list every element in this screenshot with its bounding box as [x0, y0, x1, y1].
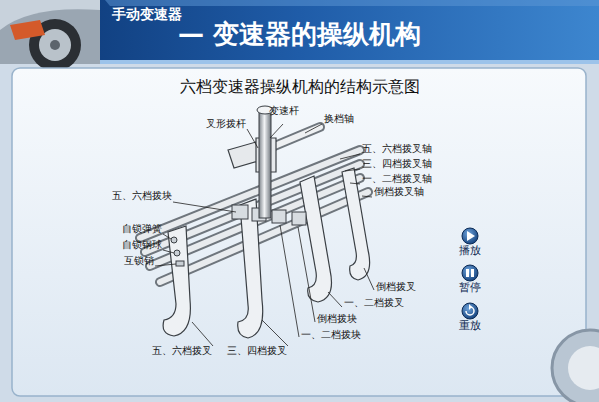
shift-lever — [257, 106, 273, 218]
section-title: 手动变速器 — [112, 6, 182, 22]
part-label: 自锁钢球 — [122, 239, 162, 251]
part-label: 自锁弹簧 — [122, 223, 162, 235]
part-label: 五、六档拨叉 — [152, 345, 212, 357]
part-label: 互锁销 — [124, 255, 154, 267]
part-label: 变速杆 — [269, 105, 299, 117]
part-label: 换档轴 — [324, 113, 354, 125]
button-label: 播放 — [459, 245, 481, 258]
button-label: 暂停 — [459, 282, 481, 295]
part-label: 三、四档拨叉 — [227, 345, 287, 357]
part-label: 一、二档拨叉 — [344, 297, 404, 309]
play-buttons — [462, 228, 478, 319]
part-label: 一、二档拨叉轴 — [362, 173, 432, 185]
part-label: 五、六档拨叉轴 — [362, 143, 432, 155]
detent-parts — [171, 237, 184, 266]
content-panel — [12, 68, 586, 396]
part-label: 一、二档拨块 — [301, 329, 361, 341]
part-label: 倒档拨叉轴 — [374, 186, 424, 198]
part-label: 五、六档拨块 — [112, 190, 172, 202]
part-label: 叉形拨杆 — [206, 118, 246, 130]
part-label: 三、四档拨叉轴 — [362, 158, 432, 170]
page-heading: — 变速器的操纵机构 — [178, 20, 421, 50]
corner-decoration — [552, 330, 599, 402]
leader-lines — [155, 124, 374, 346]
part-label: 倒档拨块 — [317, 313, 357, 325]
diagram-title: 六档变速器操纵机构的结构示意图 — [180, 78, 420, 96]
car-wheel-picture — [0, 0, 100, 71]
button-label: 重放 — [459, 320, 481, 333]
part-label: 倒档拨叉 — [376, 281, 416, 293]
header-band — [0, 0, 599, 64]
